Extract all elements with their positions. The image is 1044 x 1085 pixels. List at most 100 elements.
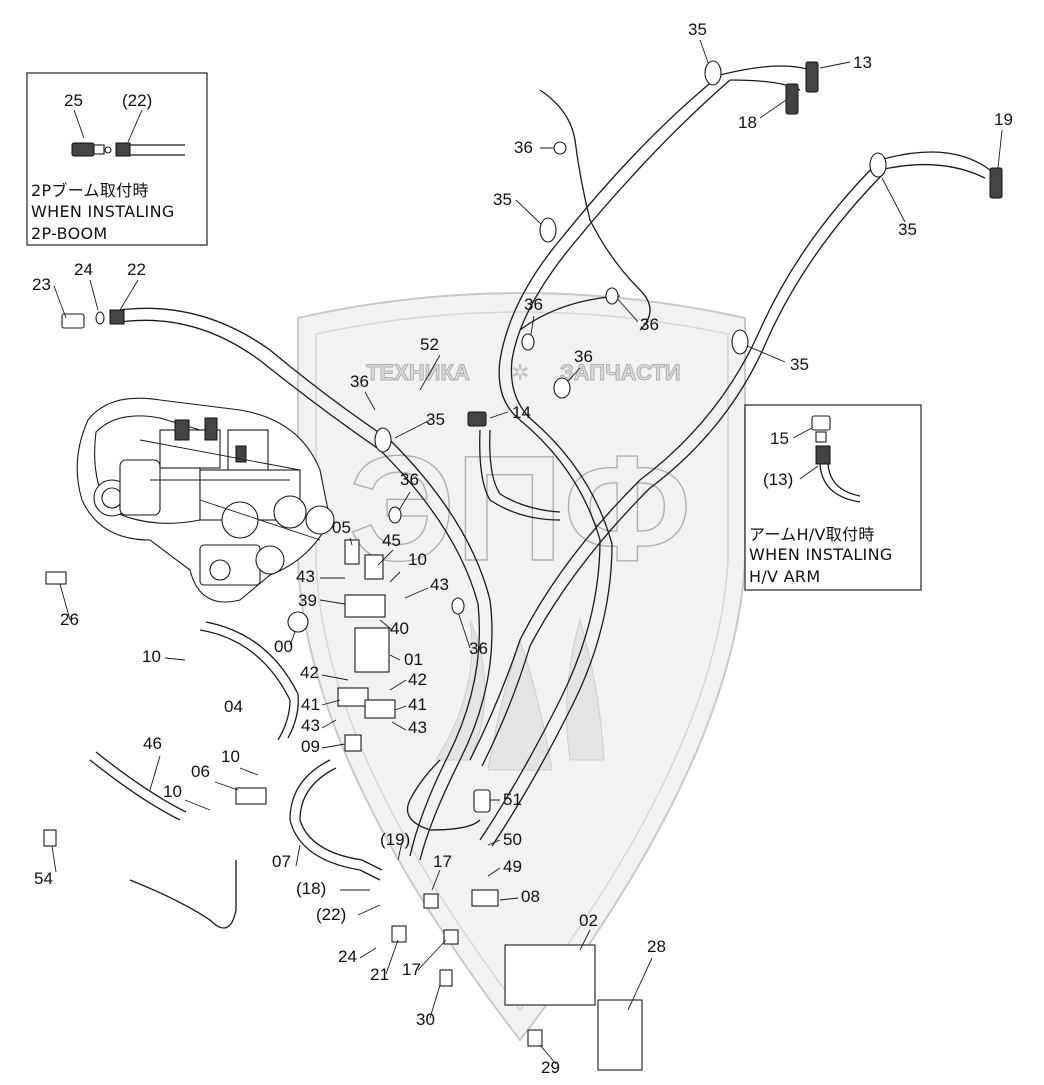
flange-41b — [364, 699, 396, 719]
hydraulic-pump-assembly — [76, 397, 335, 603]
callout-21: 21 — [370, 965, 389, 984]
bolt-30 — [439, 969, 453, 987]
watermark-shield-inner — [315, 311, 729, 1012]
elbow-fitting-icon — [811, 415, 861, 503]
callout-46: 46 — [143, 734, 162, 753]
callouts: 35 13 18 19 36 35 35 23 24 22 36 36 52 3… — [32, 20, 1013, 1077]
callout-52: 52 — [420, 335, 439, 354]
flange-41a — [337, 687, 369, 707]
fitting-51 — [473, 789, 491, 813]
inset-boom-line1: 2Pブーム取付時 — [31, 181, 149, 200]
bracket-28 — [597, 999, 643, 1071]
callout-30: 30 — [416, 1010, 435, 1029]
fittings — [43, 61, 1003, 1071]
bolt-29 — [527, 1029, 543, 1047]
callout-42: 42 — [408, 670, 427, 689]
callout-18: 18 — [738, 113, 757, 132]
callout-35: 35 — [493, 190, 512, 209]
callout-19: 19 — [994, 110, 1013, 129]
callout-04: 04 — [224, 697, 243, 716]
callout-18-ref: (18) — [296, 879, 326, 898]
callout-06: 06 — [191, 762, 210, 781]
callout-10: 10 — [142, 647, 161, 666]
flange-39 — [344, 594, 386, 618]
callout-28: 28 — [647, 937, 666, 956]
fitting-05 — [344, 539, 360, 565]
callout-35: 35 — [790, 355, 809, 374]
inset-boom-callout-22: (22) — [122, 91, 152, 110]
callout-08: 08 — [521, 887, 540, 906]
callout-36: 36 — [350, 372, 369, 391]
tee-06 — [235, 787, 267, 805]
inset-boom-line3: 2P-BOOM — [31, 224, 107, 243]
callout-35: 35 — [898, 220, 917, 239]
inset-arm-line3: H/V ARM — [749, 567, 820, 586]
inset-boom-frame — [26, 72, 208, 246]
watermark-star-icon: ✲ — [511, 361, 529, 386]
callout-09: 09 — [301, 737, 320, 756]
inset-arm-frame — [744, 404, 922, 591]
fitting-08 — [471, 889, 499, 907]
callout-40: 40 — [390, 619, 409, 638]
callout-24: 24 — [74, 260, 93, 279]
callout-05: 05 — [332, 518, 351, 537]
callout-36: 36 — [469, 639, 488, 658]
watermark: ТЕХНИКА ЗАПЧАСТИ ✲ ЭПФ — [297, 292, 746, 1042]
inset-arm-line1: アームH/V取付時 — [749, 525, 875, 544]
fitting-18 — [785, 83, 799, 115]
callout-41: 41 — [301, 695, 320, 714]
oring-24 — [95, 311, 105, 325]
fitting-54 — [43, 829, 57, 847]
callout-17: 17 — [433, 852, 452, 871]
callout-02: 02 — [579, 911, 598, 930]
inset-arm-callout-13: (13) — [763, 470, 793, 489]
fitting-45 — [364, 554, 384, 580]
hose-clamps — [374, 60, 887, 615]
callout-36: 36 — [400, 470, 419, 489]
callout-39: 39 — [298, 591, 317, 610]
callout-22-ref: (22) — [316, 905, 346, 924]
fitting-17a — [423, 893, 439, 909]
callout-36: 36 — [514, 138, 533, 157]
fitting-26 — [45, 571, 67, 585]
callout-36: 36 — [574, 347, 593, 366]
elbow-09 — [344, 734, 362, 752]
callout-36: 36 — [524, 295, 543, 314]
inset-arm-line2: WHEN INSTALING — [749, 545, 893, 564]
callout-43: 43 — [408, 718, 427, 737]
callout-07: 07 — [272, 852, 291, 871]
inset-boom-callout-25: 25 — [64, 91, 83, 110]
block-01 — [354, 627, 390, 673]
callout-51: 51 — [503, 790, 522, 809]
callout-41: 41 — [408, 695, 427, 714]
fitting-21 — [391, 925, 407, 943]
callout-42: 42 — [300, 663, 319, 682]
fitting-22 — [109, 309, 125, 325]
callout-50: 50 — [503, 830, 522, 849]
plug-00 — [287, 611, 309, 633]
callout-00: 00 — [274, 637, 293, 656]
callout-35: 35 — [688, 20, 707, 39]
callout-22: 22 — [127, 260, 146, 279]
fitting-23 — [61, 313, 85, 329]
callout-10: 10 — [408, 550, 427, 569]
watermark-right-text: ЗАПЧАСТИ — [560, 360, 681, 385]
callout-36: 36 — [640, 315, 659, 334]
inset-boom-line2: WHEN INSTALING — [31, 202, 175, 221]
callout-10: 10 — [221, 747, 240, 766]
callout-23: 23 — [32, 275, 51, 294]
callout-54: 54 — [34, 869, 53, 888]
callout-43: 43 — [301, 716, 320, 735]
callout-19-ref: (19) — [380, 830, 410, 849]
fitting-icon — [71, 142, 185, 157]
fitting-17b — [443, 929, 459, 945]
callout-24: 24 — [338, 947, 357, 966]
fitting-19 — [989, 167, 1003, 199]
callout-10: 10 — [163, 782, 182, 801]
callout-45: 45 — [382, 531, 401, 550]
callout-49: 49 — [503, 857, 522, 876]
callout-29: 29 — [541, 1058, 560, 1077]
watermark-brand: ЭПФ — [349, 424, 692, 592]
inset-boom: 25 (22) 2Pブーム取付時 WHEN INSTALING 2P-BOOM — [26, 72, 208, 246]
